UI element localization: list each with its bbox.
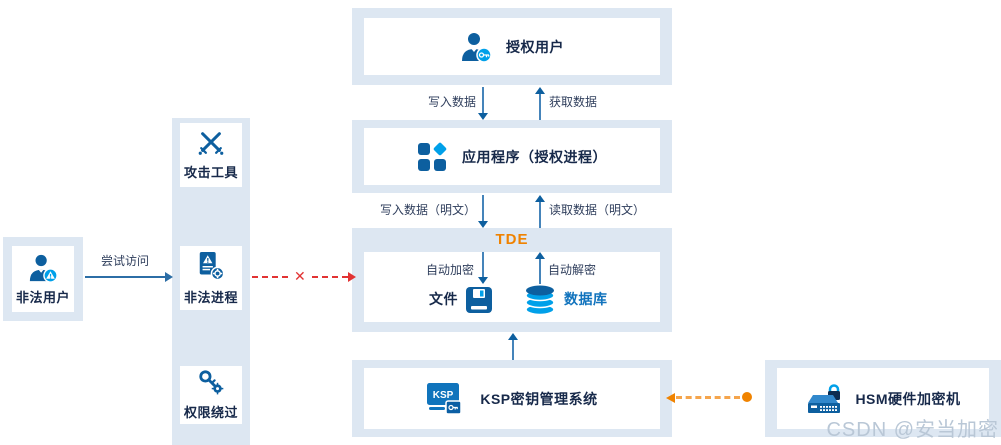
authorized-user-panel: 授权用户 bbox=[352, 8, 672, 85]
authorized-user-box: 授权用户 bbox=[364, 18, 660, 75]
flow-auto-decrypt-label: 自动解密 bbox=[548, 263, 597, 277]
flow-write-plaintext-label: 写入数据（明文） bbox=[379, 203, 476, 217]
tde-title: TDE bbox=[495, 231, 529, 248]
hsm-encryptor-icon bbox=[808, 383, 841, 413]
tde-storage-box bbox=[364, 252, 660, 322]
arrow-try-access-head bbox=[165, 272, 173, 282]
arrow-tde-to-app bbox=[535, 195, 545, 228]
crossed-swords-icon bbox=[198, 132, 224, 155]
attack-tools-label: 攻击工具 bbox=[183, 165, 238, 180]
database-icon bbox=[525, 285, 555, 316]
blocked-x-mark: ✕ bbox=[291, 268, 309, 284]
ksp-label: KSP密钥管理系统 bbox=[480, 390, 598, 407]
hsm-label: HSM硬件加密机 bbox=[855, 390, 961, 407]
ksp-box: KSP KSP密钥管理系统 bbox=[364, 368, 660, 429]
hsm-panel: HSM硬件加密机 bbox=[765, 360, 1001, 437]
illegal-process-label: 非法进程 bbox=[183, 290, 238, 305]
illegal-user-label: 非法用户 bbox=[15, 289, 70, 305]
arrow-ksp-to-tde bbox=[508, 333, 518, 361]
illegal-process-icon bbox=[199, 251, 225, 281]
database-label: 数据库 bbox=[564, 291, 608, 307]
tde-panel: TDE 自动加密 自动解密 文件 数据库 bbox=[352, 228, 672, 332]
arrow-user-to-app bbox=[478, 87, 488, 120]
hsm-link-arrowhead bbox=[666, 393, 675, 403]
flow-write-data-label: 写入数据 bbox=[427, 95, 476, 109]
application-icon bbox=[418, 142, 447, 171]
authorized-user-icon bbox=[462, 32, 492, 63]
threats-panel: 攻击工具 非法进程 bbox=[172, 118, 250, 445]
ksp-panel: KSP KSP密钥管理系统 bbox=[352, 360, 672, 437]
ksp-icon-text: KSP bbox=[433, 390, 454, 401]
privilege-bypass-box: 权限绕过 bbox=[180, 366, 242, 424]
privilege-bypass-label: 权限绕过 bbox=[183, 405, 238, 420]
hsm-link-endpoint-dot bbox=[742, 392, 752, 402]
illegal-user-panel: 非法用户 bbox=[3, 237, 83, 321]
application-label: 应用程序（授权进程） bbox=[462, 148, 607, 165]
application-panel: 应用程序（授权进程） bbox=[352, 120, 672, 193]
illegal-process-box: 非法进程 bbox=[180, 246, 242, 310]
arrow-auto-decrypt bbox=[535, 252, 545, 284]
watermark-text: CSDN @安当加密 bbox=[826, 419, 999, 441]
file-label: 文件 bbox=[429, 291, 458, 307]
flow-try-access-label: 尝试访问 bbox=[100, 254, 149, 268]
authorized-user-label: 授权用户 bbox=[506, 38, 564, 55]
arrow-try-access-line bbox=[85, 276, 165, 278]
arrow-auto-encrypt bbox=[478, 252, 488, 284]
key-gear-icon bbox=[199, 370, 224, 395]
flow-auto-encrypt-label: 自动加密 bbox=[425, 263, 474, 277]
arrow-app-to-user bbox=[535, 87, 545, 120]
application-box: 应用程序（授权进程） bbox=[364, 128, 660, 185]
hsm-box: HSM硬件加密机 bbox=[777, 368, 989, 429]
arrow-app-to-tde bbox=[478, 195, 488, 228]
file-icon bbox=[466, 287, 492, 313]
illegal-user-box: 非法用户 bbox=[12, 246, 74, 312]
attack-tools-box: 攻击工具 bbox=[180, 123, 242, 187]
flow-read-plaintext-label: 读取数据（明文） bbox=[549, 203, 646, 217]
hsm-link-dashed-line bbox=[676, 396, 740, 399]
flow-get-data-label: 获取数据 bbox=[549, 95, 598, 109]
illegal-user-icon bbox=[29, 254, 58, 283]
blocked-attack-arrowhead bbox=[348, 272, 356, 282]
ksp-kms-icon: KSP bbox=[427, 382, 463, 415]
